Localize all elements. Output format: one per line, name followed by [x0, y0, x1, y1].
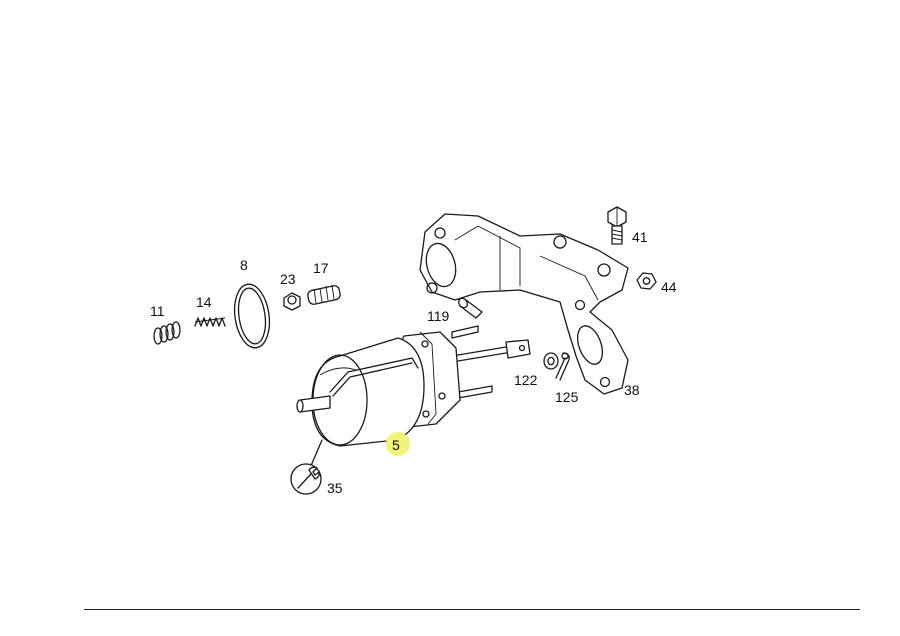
callout-17: 17 — [313, 260, 329, 276]
seal-ring-part-8[interactable] — [231, 282, 274, 350]
callout-38: 38 — [624, 382, 640, 398]
nut-part-44[interactable] — [636, 272, 657, 290]
callout-14: 14 — [196, 294, 212, 310]
callout-125: 125 — [555, 389, 579, 405]
bolt-part-41[interactable] — [607, 206, 627, 245]
callout-5: 5 — [392, 437, 400, 453]
callout-23: 23 — [280, 271, 296, 287]
callout-11: 11 — [150, 303, 165, 319]
brake-chamber-part-5[interactable] — [296, 325, 531, 456]
callout-8: 8 — [240, 257, 248, 273]
callout-119: 119 — [427, 308, 450, 324]
callout-41: 41 — [632, 229, 648, 245]
spring-part-11[interactable] — [153, 321, 181, 345]
valve-part-17[interactable] — [307, 284, 341, 305]
spring-part-14[interactable] — [194, 317, 226, 327]
callout-44: 44 — [661, 279, 677, 295]
footer-divider — [84, 609, 860, 610]
wrench-icon[interactable] — [290, 439, 323, 495]
plug-part-23[interactable] — [283, 292, 301, 311]
pin-part-119[interactable] — [457, 297, 483, 319]
highlight-marker — [386, 432, 410, 456]
cotter-pin-part-125[interactable] — [555, 352, 570, 381]
callout-35: 35 — [327, 480, 343, 496]
bracket-part-38[interactable] — [419, 213, 629, 395]
callout-122: 122 — [514, 372, 538, 388]
washer-part-122[interactable] — [543, 352, 559, 370]
